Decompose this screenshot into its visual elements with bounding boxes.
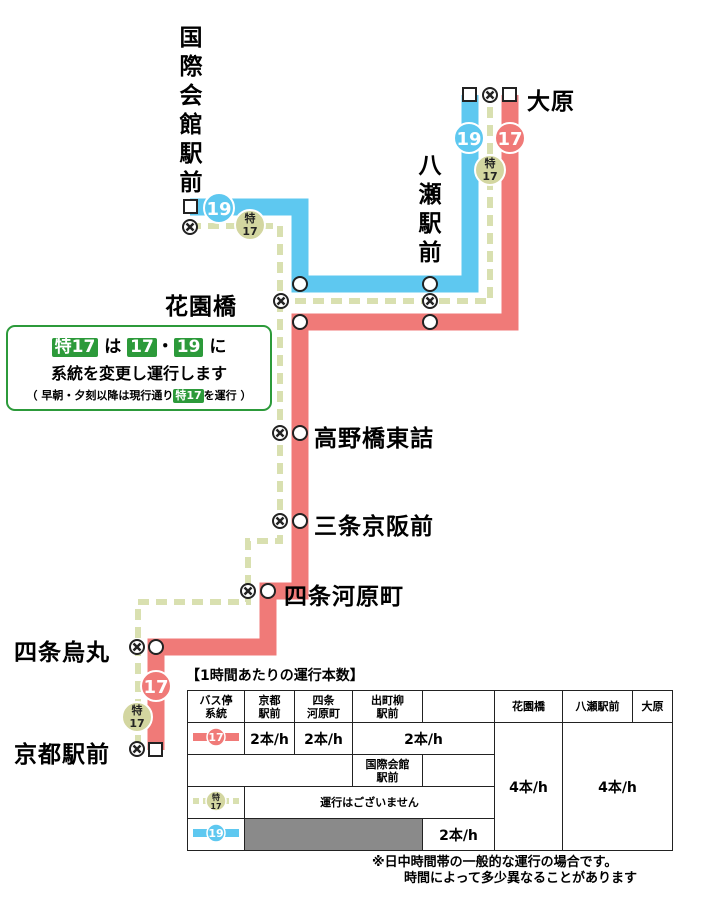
stop-label-shijo-kawaramachi: 四条河原町 — [284, 584, 404, 610]
toku17-no-service: 運行はございません — [244, 786, 495, 819]
stop-shijo-kawaramachi — [260, 583, 276, 599]
freq-ohara: 4本/h — [562, 722, 673, 851]
th-ohara: 大原 — [632, 690, 673, 723]
route-19-badge-kokusai: 19 — [203, 192, 235, 224]
terminal-kyoto — [148, 742, 163, 757]
change-notice-callout: 特17 は 17・19 に 系統を変更し運行します （ 早朝・夕刻以降は現行通り… — [6, 325, 272, 411]
th-blank — [422, 690, 495, 723]
route-17-badge-ohara: 17 — [494, 122, 526, 154]
frequency-table: バス停 系統 京都駅前 四条河原町 出町柳駅前 花園橋 八瀬駅前 大原 17 2… — [187, 690, 673, 851]
r19-no-service-gray — [244, 818, 423, 851]
th-demachi: 出町柳駅前 — [352, 690, 423, 723]
svg-text:19: 19 — [456, 129, 481, 150]
callout-text-ni: に — [209, 337, 227, 357]
svg-text:特: 特 — [132, 703, 143, 717]
toku17-green-badge: 特17 — [51, 338, 99, 357]
stop-shijo-karasuma — [148, 639, 164, 655]
callout-line-2: 系統を変更し運行します — [50, 364, 227, 383]
route17-green-badge: 17 — [127, 338, 157, 357]
route-17-line — [147, 95, 519, 750]
stop-hanazono-17 — [292, 314, 308, 330]
th-yase: 八瀬駅前 — [562, 690, 633, 723]
th-hanazono: 花園橋 — [494, 690, 563, 723]
route-19-badge-ohara: 19 — [453, 122, 485, 154]
row19-badge-cell: 19 — [187, 818, 245, 851]
route19-green-badge: 19 — [173, 338, 204, 357]
row-toku17-badge-cell: 特 17 — [187, 786, 245, 819]
r17-demachi: 2本/h — [352, 722, 495, 755]
stop-label-sanjo: 三条京阪前 — [314, 514, 434, 540]
terminal-ohara-19 — [462, 87, 477, 102]
footnote-line-2: 時間によって多少異なることがあります — [404, 871, 637, 886]
corner-stop: バス停 — [199, 693, 233, 707]
svg-text:17: 17 — [242, 225, 257, 238]
r17-shijo: 2本/h — [294, 722, 353, 755]
callout-line-1: 特17 は 17・19 に — [8, 332, 270, 357]
toku17-small-badge: 特17 — [173, 389, 204, 403]
table-title: 【1時間あたりの運行本数】 — [186, 668, 364, 684]
stop-sanjo — [292, 513, 308, 529]
stop-takano — [292, 425, 308, 441]
footnote: ※日中時間帯の一般的な運行の場合です。 時間によって多少異なることがあります — [372, 855, 637, 887]
stop-label-hanazono: 花園橋 — [165, 294, 237, 320]
th-kyoto: 京都駅前 — [244, 690, 295, 723]
svg-text:19: 19 — [208, 827, 223, 840]
kokusai-blank — [187, 754, 353, 787]
terminal-ohara-17 — [502, 87, 517, 102]
route-toku17-legend-icon: 特 17 — [193, 789, 239, 812]
r17-kyoto: 2本/h — [244, 722, 295, 755]
svg-text:特: 特 — [245, 211, 256, 225]
stop-yase-17 — [422, 314, 438, 330]
stop-label-shijo-karasuma: 四条烏丸 — [14, 640, 110, 666]
freq-hanazono-yase: 4本/h — [494, 722, 563, 851]
route-17-badge-kyoto: 17 — [140, 670, 172, 702]
footnote-line-1: ※日中時間帯の一般的な運行の場合です。 — [372, 855, 618, 870]
svg-text:特: 特 — [212, 792, 220, 802]
callout-line-3-post: を運行 ） — [203, 389, 252, 402]
route-toku17-badge-ohara: 特 17 — [474, 154, 506, 186]
th-shijo: 四条河原町 — [294, 690, 353, 723]
route-19-legend-icon: 19 — [193, 822, 239, 843]
stop-label-kokusai: 国際会館駅前 — [179, 25, 203, 196]
callout-text-wa: は — [104, 337, 122, 357]
svg-text:19: 19 — [206, 199, 231, 220]
row17-badge-cell: 17 — [187, 722, 245, 755]
stop-label-takano: 高野橋東詰 — [314, 426, 434, 452]
stop-label-kyoto: 京都駅前 — [14, 742, 110, 768]
stop-hanazono-19 — [292, 276, 308, 292]
route-toku17-badge-kyoto: 特 17 — [121, 701, 153, 733]
terminal-kokusai — [183, 199, 198, 214]
stop-label-ohara: 大原 — [527, 89, 575, 115]
svg-text:17: 17 — [143, 677, 168, 698]
callout-dot: ・ — [156, 337, 174, 357]
corner-route: 系統 — [205, 706, 227, 720]
svg-text:17: 17 — [482, 170, 497, 183]
callout-line-3-pre: （ 早朝・夕刻以降は現行通り — [26, 389, 174, 402]
table-corner: バス停 系統 — [187, 690, 245, 723]
pass-markers — [129, 87, 498, 757]
route-toku17-badge-kokusai: 特 17 — [234, 209, 266, 241]
svg-text:17: 17 — [210, 802, 221, 811]
svg-text:17: 17 — [129, 717, 144, 730]
kokusai-label: 国際会館駅前 — [352, 754, 423, 787]
svg-text:特: 特 — [485, 156, 496, 170]
stop-yase-19 — [422, 276, 438, 292]
svg-text:17: 17 — [208, 731, 223, 744]
stop-label-yase: 八瀬駅前 — [418, 153, 442, 266]
kokusai-blank-2 — [422, 754, 495, 787]
r19-kokusai-freq: 2本/h — [422, 818, 495, 851]
svg-text:17: 17 — [497, 129, 522, 150]
route-17-legend-icon: 17 — [193, 726, 239, 747]
